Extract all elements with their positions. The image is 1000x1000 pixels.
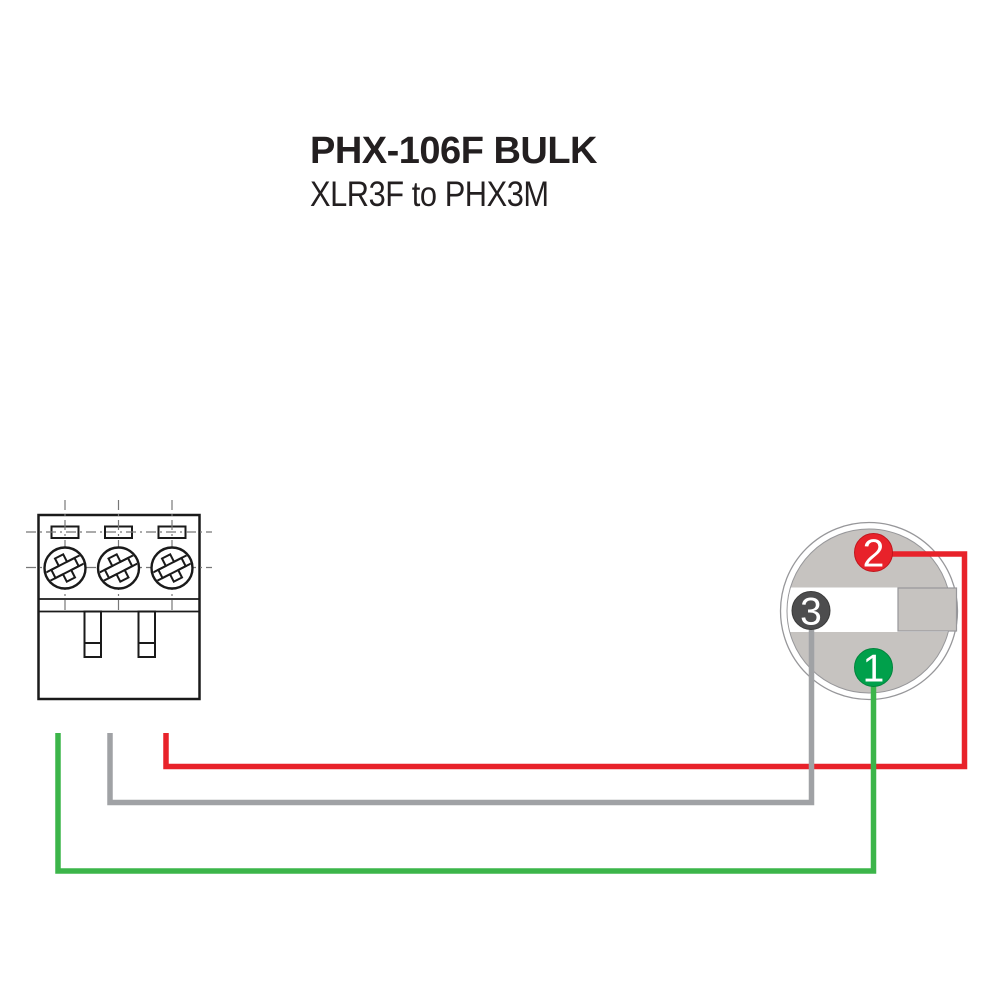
phoenix-connector: [26, 500, 212, 701]
xlr-pin-2-label: 2: [863, 533, 885, 576]
xlr-pin-1: [854, 648, 893, 687]
xlr-latch-slot: [897, 587, 958, 632]
page-subtitle: XLR3F to PHX3M: [310, 175, 549, 214]
mounting-pins: [83, 610, 156, 658]
xlr-pin-1-label: 1: [863, 648, 885, 691]
page-title: PHX-106F BULK: [310, 130, 598, 172]
gray-wire: [107, 612, 815, 806]
xlr-pins: 2 3 1: [791, 533, 893, 691]
xlr-pin-3: [791, 591, 831, 630]
xlr-connector: [779, 521, 959, 701]
red-wire: [163, 551, 968, 770]
xlr-pin-2: [854, 533, 893, 572]
green-wire: [55, 669, 877, 874]
xlr-pin-3-label: 3: [800, 591, 822, 634]
